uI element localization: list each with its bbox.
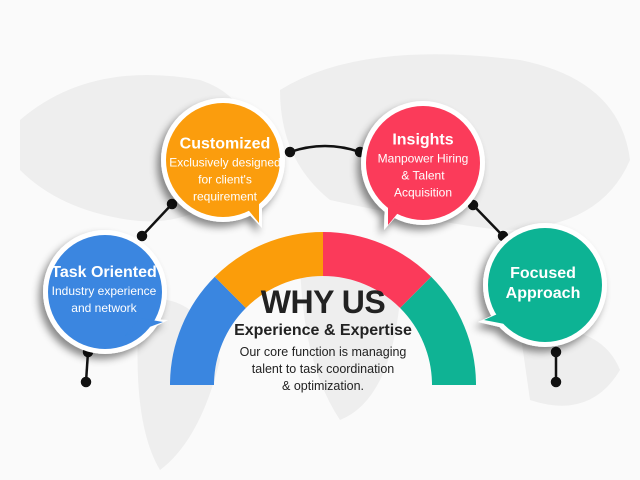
bubble-line: Acquisition — [393, 185, 453, 200]
arc-segment-teal — [400, 276, 476, 385]
bubble-title: Customized — [179, 135, 271, 153]
arc-segment-red — [323, 232, 432, 308]
bubble-line: & Talent — [401, 168, 445, 183]
bubble-text-customized: Customized Exclusively designed for clie… — [169, 135, 280, 206]
bubble-line: Manpower Hiring — [377, 151, 469, 166]
bubble-insights — [361, 101, 485, 230]
bubble-text-insights: Insights Manpower Hiring & Talent Acquis… — [378, 131, 469, 202]
center-title: WHY US — [260, 284, 386, 320]
bubble-text-focused-approach: Focused Approach — [506, 264, 581, 304]
bubble-focused-approach — [478, 223, 607, 347]
description-line: talent to task coordination — [251, 362, 395, 376]
bubble-title: Focused — [510, 265, 576, 282]
bubble-line: Approach — [505, 285, 581, 302]
bubble-line: for client's — [198, 172, 252, 187]
description-line: Our core function is managing — [239, 345, 407, 359]
bubble-line: Industry experience — [51, 284, 157, 298]
center-subtitle: Experience & Expertise — [234, 322, 412, 339]
bubble-customized — [161, 98, 285, 228]
why-us-arc — [170, 232, 476, 385]
center-description: Our core function is managing talent to … — [240, 344, 407, 395]
bubble-text-task-oriented: Task Oriented Industry experience and ne… — [51, 263, 157, 317]
bubble-line: Exclusively designed — [169, 155, 281, 170]
bubble-task-oriented — [43, 230, 168, 354]
arc-segment-blue — [170, 276, 246, 385]
bubble-line: and network — [71, 301, 137, 315]
bubble-line: requirement — [192, 189, 258, 204]
bubble-title: Task Oriented — [51, 264, 157, 281]
connector-lines — [80, 144, 562, 388]
description-line: & optimization. — [282, 379, 364, 393]
bubble-title: Insights — [392, 131, 454, 149]
arc-segment-orange — [214, 232, 323, 308]
